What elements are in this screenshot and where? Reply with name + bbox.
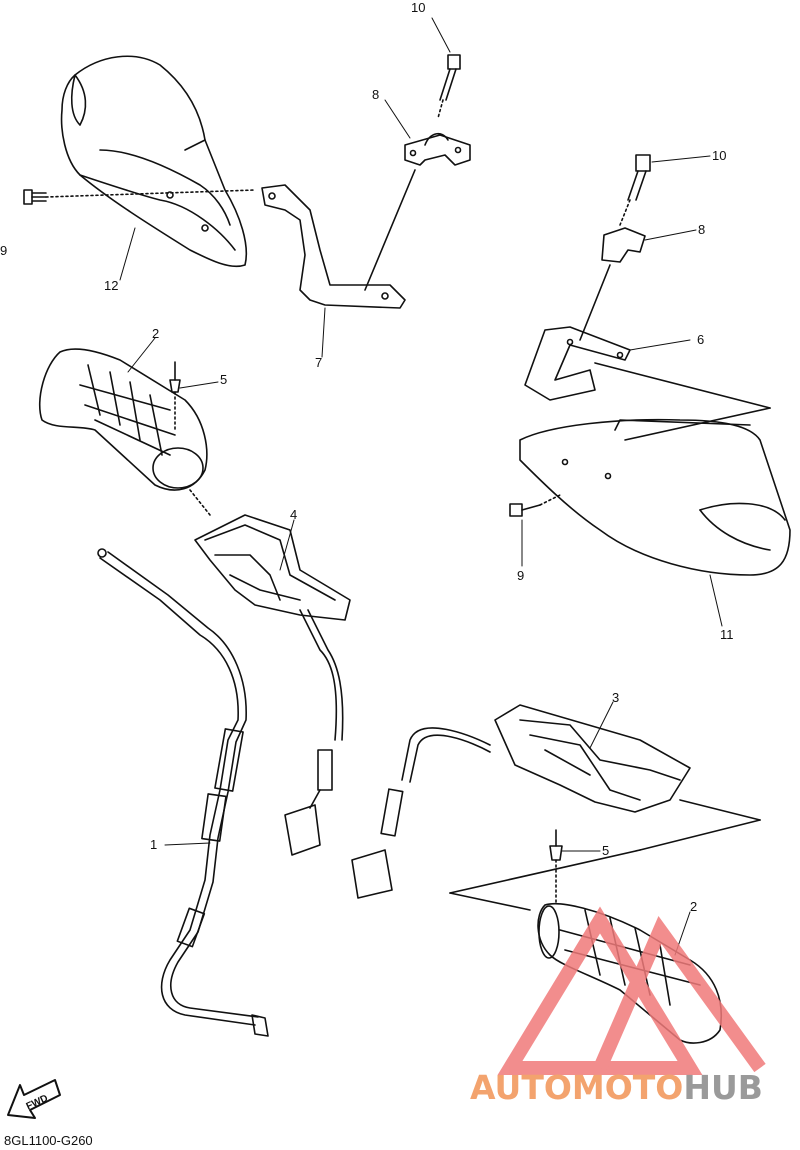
callout-2: 2 <box>690 899 698 914</box>
callout-5: 5 <box>602 843 610 858</box>
connector-left <box>284 749 333 856</box>
hand-guard-left-part12 <box>60 55 248 268</box>
callout-6: 6 <box>697 332 705 347</box>
callout-10: 10 <box>411 0 426 15</box>
callout-leaders <box>119 17 723 956</box>
heater-element-part3 <box>401 704 761 851</box>
clamp-8-top <box>364 132 471 291</box>
callout-4: 4 <box>290 507 298 522</box>
callout-2: 2 <box>152 326 160 341</box>
clamp-8-right <box>579 227 646 341</box>
bracket-part6 <box>524 326 631 401</box>
callout-5: 5 <box>220 372 228 387</box>
callout-8: 8 <box>372 87 380 102</box>
grip-left-part2 <box>38 348 211 516</box>
watermark-part1: AUTOMOTO <box>470 1068 684 1107</box>
fwd-arrow-icon <box>7 1079 61 1119</box>
throttle-cable-part1 <box>97 548 269 1037</box>
bolt-10-top <box>437 54 461 119</box>
callout-3: 3 <box>612 690 620 705</box>
bracket-part7 <box>261 184 406 309</box>
watermark-text: AUTOMOTOHUB <box>470 1068 763 1107</box>
rivet-5-lower <box>449 829 641 911</box>
watermark-logo-icon <box>497 906 766 1075</box>
heater-element-part4 <box>194 514 351 741</box>
bolt-9-left <box>23 189 256 205</box>
rivet-5-top <box>169 361 181 431</box>
connector-right <box>351 788 404 899</box>
hand-guard-right-part11 <box>519 362 791 576</box>
callout-9: 9 <box>0 243 8 258</box>
bolt-9-right <box>509 494 561 517</box>
callout-8: 8 <box>698 222 706 237</box>
callout-9: 9 <box>517 568 525 583</box>
diagram-code: 8GL1100-G260 <box>4 1133 93 1148</box>
callout-10: 10 <box>712 148 727 163</box>
callout-12: 12 <box>104 278 119 293</box>
callout-11: 11 <box>720 627 734 642</box>
callout-7: 7 <box>315 355 323 370</box>
bolt-10-right <box>619 154 651 226</box>
watermark-part2: HUB <box>683 1068 763 1107</box>
callout-1: 1 <box>150 837 158 852</box>
